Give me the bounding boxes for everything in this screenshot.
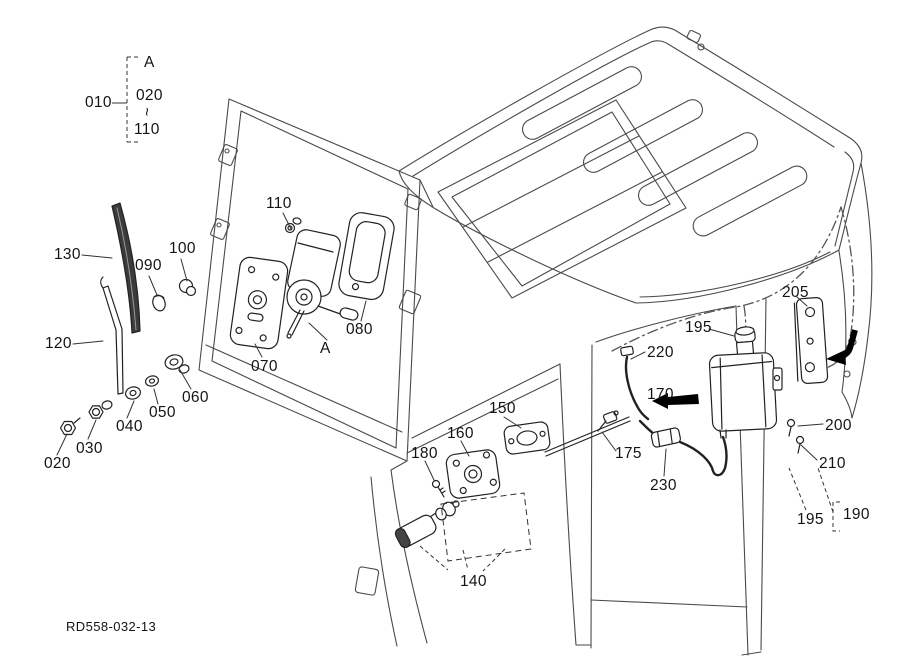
roof — [398, 26, 863, 304]
part-label-020: 020 — [44, 455, 71, 472]
tank-bracket — [793, 296, 829, 384]
wiper-blade — [111, 202, 141, 334]
pivot-hardware — [59, 354, 190, 436]
part-label-180: 180 — [411, 445, 438, 462]
part-label-220: 220 — [647, 344, 674, 361]
callout-range-end: 110 — [134, 121, 160, 138]
direction-arrows — [652, 329, 858, 409]
part-label-100: 100 — [169, 240, 196, 257]
motor-cover — [338, 212, 395, 301]
parts — [59, 202, 829, 549]
cab-right-panel — [838, 162, 873, 419]
part-label-205: 205 — [782, 284, 809, 301]
screw-180 — [431, 479, 446, 498]
wiper-arm — [100, 276, 124, 395]
washer-nozzle — [597, 410, 619, 432]
part-label-140: 140 — [460, 573, 487, 590]
part-label-190: 190 — [843, 506, 870, 523]
part-label-160: 160 — [447, 425, 474, 442]
part-label-090: 090 — [135, 257, 162, 274]
part-label-070: 070 — [251, 358, 278, 375]
pivot-cap — [152, 294, 166, 312]
callout-range-start: 020 — [136, 87, 163, 104]
part-label-210: 210 — [819, 455, 846, 472]
arrow-left-icon — [652, 393, 699, 409]
part-label-080: 080 — [346, 321, 373, 338]
cab-pillars — [406, 298, 767, 656]
part-label-230: 230 — [650, 477, 677, 494]
dashed-leaders — [126, 56, 840, 572]
bracket-screws — [786, 418, 805, 454]
roof-slots — [522, 66, 808, 237]
mount-plate — [229, 256, 289, 350]
drawing-number: RD558-032-13 — [66, 619, 157, 634]
pivot-knob — [178, 278, 197, 297]
hose-220 — [620, 345, 650, 421]
cab-structure — [198, 26, 873, 656]
gasket — [503, 421, 551, 455]
pump-plate — [445, 449, 501, 499]
part-label-175: 175 — [615, 445, 642, 462]
part-label-195-clamp: 195 — [797, 511, 824, 528]
front-fender — [354, 460, 428, 647]
part-label-110: 110 — [266, 195, 292, 212]
pump-body — [394, 500, 460, 549]
part-label-195-cap: 195 — [685, 319, 712, 336]
part-label-130: 130 — [54, 246, 81, 263]
part-label-120: 120 — [45, 335, 72, 352]
part-label-040: 040 — [116, 418, 143, 435]
part-label-170: 170 — [647, 386, 674, 403]
section-marker-a: A — [320, 340, 331, 357]
arrow-bent-icon — [826, 329, 858, 365]
hose-connector — [638, 419, 728, 477]
wiper-motor — [284, 217, 359, 339]
part-label-150: 150 — [489, 400, 516, 417]
part-label-030: 030 — [76, 440, 103, 457]
roof-rack — [437, 99, 687, 299]
part-label-060: 060 — [182, 389, 209, 406]
callout-tilde: ~ — [137, 107, 155, 117]
callout-letter: A — [144, 54, 155, 71]
part-label-200: 200 — [825, 417, 852, 434]
part-label-050: 050 — [149, 404, 176, 421]
washer-tank — [708, 326, 783, 439]
washer-tube — [544, 416, 631, 457]
callout-group-id: 010 — [85, 94, 112, 111]
leader-lines — [56, 212, 824, 481]
